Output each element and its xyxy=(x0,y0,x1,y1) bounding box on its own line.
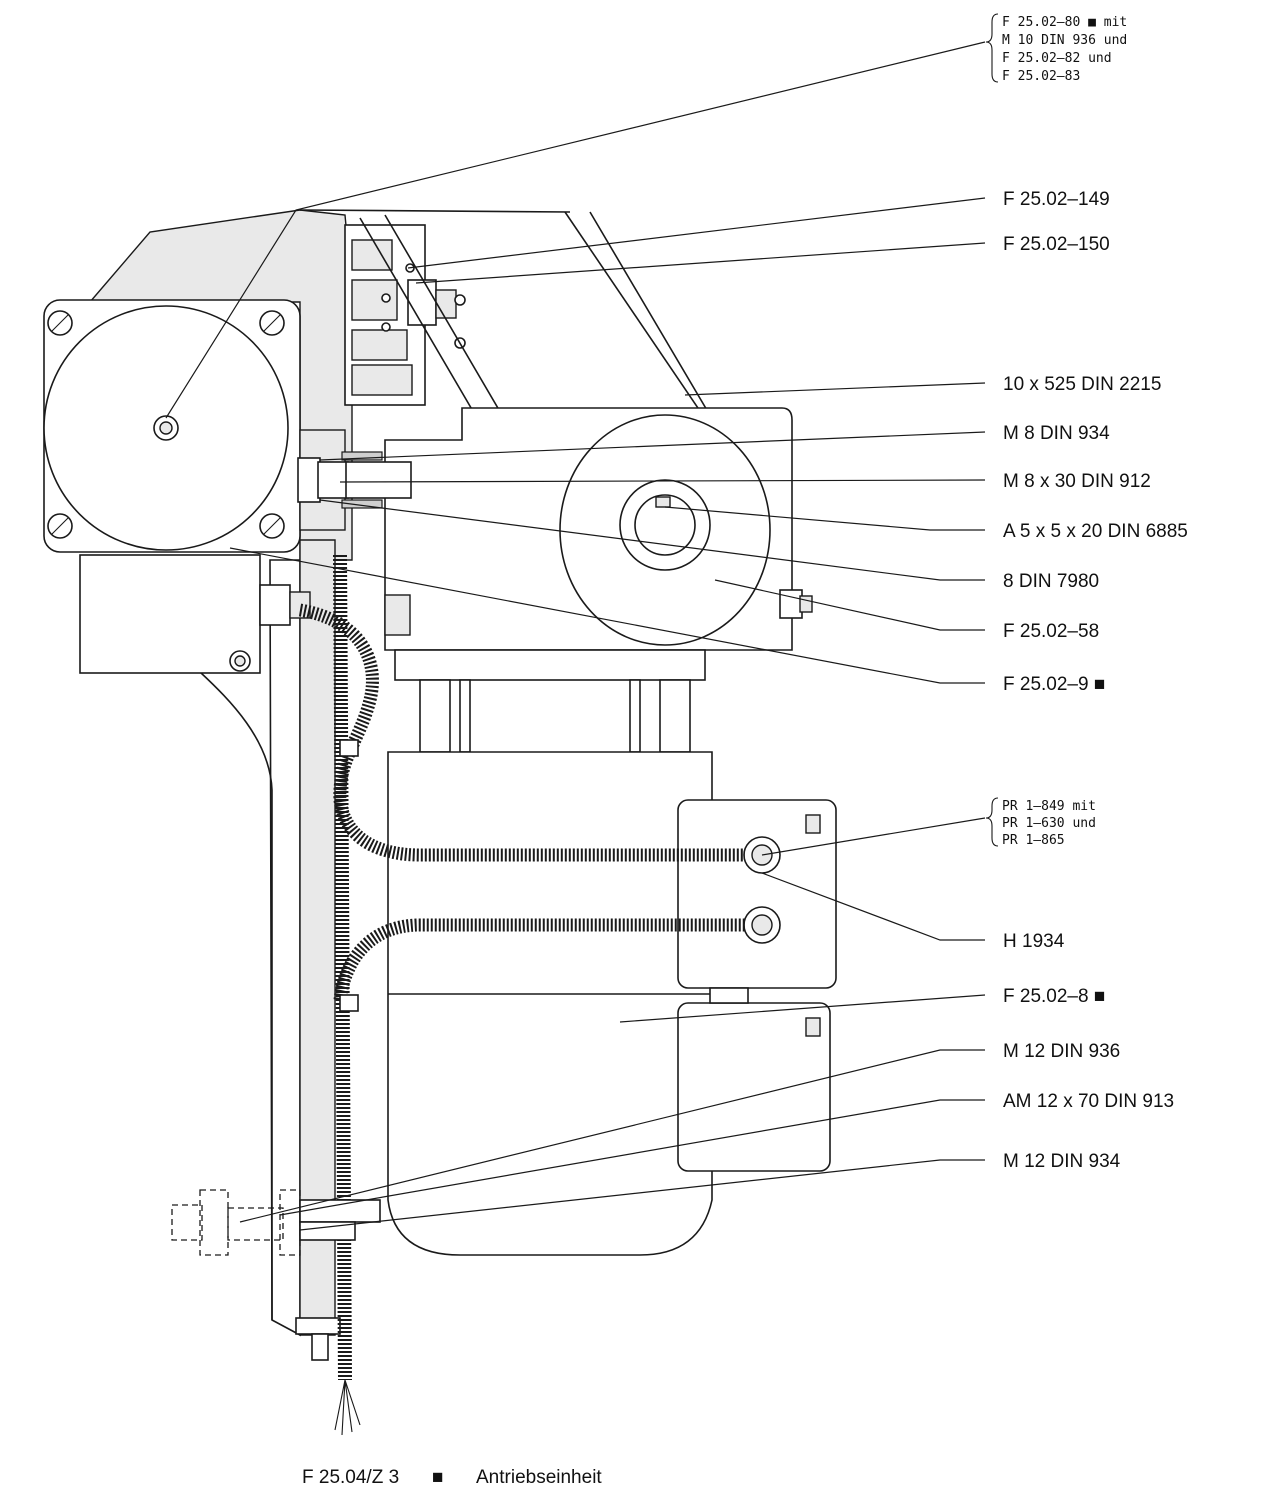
callout-line: PR 1–865 xyxy=(1002,833,1065,848)
callout-line: F 25.02–82 und xyxy=(1002,51,1112,66)
bolt-assembly xyxy=(297,429,412,531)
leader-lines xyxy=(165,41,986,1231)
caption-marker: ■ xyxy=(432,1467,443,1488)
part-label: 10 x 525 DIN 2215 xyxy=(1003,374,1161,395)
callout-line: F 25.02–83 xyxy=(1002,69,1080,84)
motor-pillars xyxy=(394,649,706,753)
callout-group-2: PR 1–849 mit PR 1–630 und PR 1–865 xyxy=(1002,799,1096,848)
part-label: M 12 DIN 936 xyxy=(1003,1041,1120,1062)
column-housing xyxy=(88,209,571,1361)
callout-line: F 25.02–80 ■ mit xyxy=(1002,15,1127,30)
terminal-box xyxy=(79,554,311,674)
conduits xyxy=(298,554,745,1436)
part-label: F 25.02–9 ■ xyxy=(1003,674,1105,695)
callout-group-1: F 25.02–80 ■ mit M 10 DIN 936 und F 25.0… xyxy=(1002,15,1127,84)
part-label: F 25.02–8 ■ xyxy=(1003,986,1105,1007)
part-labels: F 25.02–149 F 25.02–150 10 x 525 DIN 221… xyxy=(1003,189,1188,1172)
part-label: AM 12 x 70 DIN 913 xyxy=(1003,1091,1174,1112)
part-label: 8 DIN 7980 xyxy=(1003,571,1099,592)
dashed-bolt xyxy=(171,1189,381,1256)
callout-line: PR 1–630 und xyxy=(1002,816,1096,831)
part-label: F 25.02–149 xyxy=(1003,189,1110,210)
callout-line: PR 1–849 mit xyxy=(1002,799,1096,814)
screw-heads xyxy=(47,310,285,539)
part-label: F 25.02–150 xyxy=(1003,234,1110,255)
figure-caption: F 25.04/Z 3 ■ Antriebseinheit xyxy=(302,1467,602,1488)
motor-body xyxy=(387,751,837,1256)
part-label: F 25.02–58 xyxy=(1003,621,1099,642)
motor-plate xyxy=(43,299,301,581)
part-label: M 8 x 30 DIN 912 xyxy=(1003,471,1151,492)
callout-braces xyxy=(985,13,999,847)
spindle-housing xyxy=(384,407,813,651)
switch-block xyxy=(344,224,466,406)
part-label: H 1934 xyxy=(1003,931,1065,952)
caption-code: F 25.04/Z 3 xyxy=(302,1467,399,1488)
part-label: M 12 DIN 934 xyxy=(1003,1151,1121,1172)
caption-title: Antriebseinheit xyxy=(476,1467,602,1488)
callout-line: M 10 DIN 936 und xyxy=(1002,33,1127,48)
part-label: M 8 DIN 934 xyxy=(1003,423,1110,444)
part-label: A 5 x 5 x 20 DIN 6885 xyxy=(1003,521,1188,542)
